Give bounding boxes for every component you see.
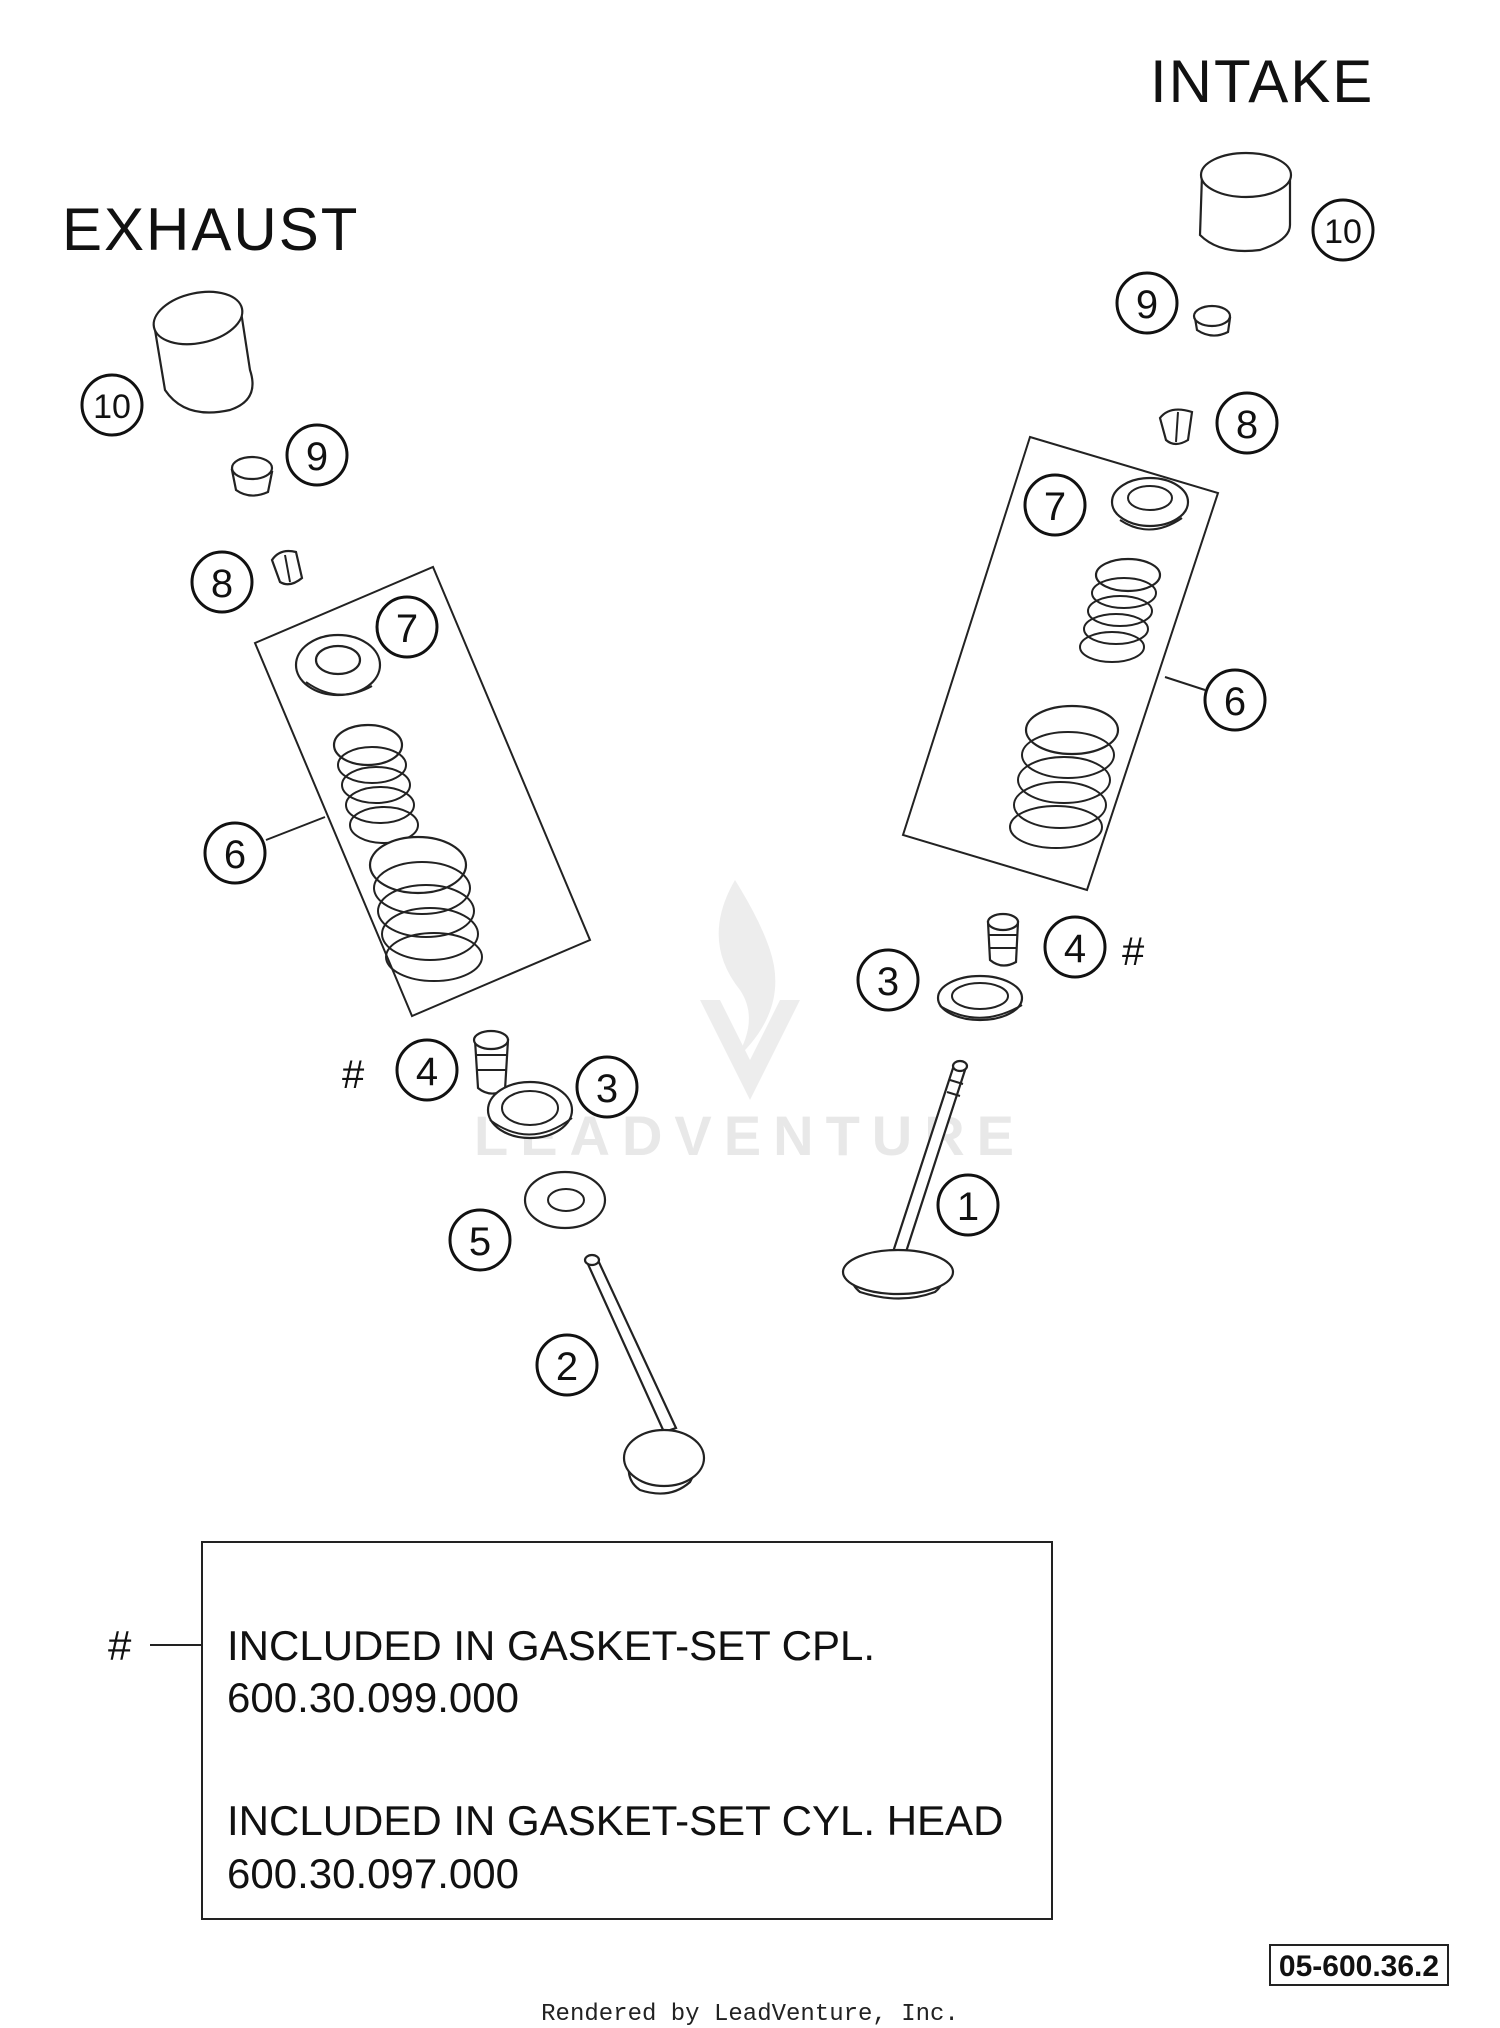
callout-intake-8: 8 xyxy=(1215,391,1279,455)
callout-exhaust-5: 5 xyxy=(448,1208,512,1272)
intake-spring-box xyxy=(901,435,1220,892)
svg-text:10: 10 xyxy=(1324,213,1362,251)
svg-text:9: 9 xyxy=(1136,283,1158,327)
callout-exhaust-2: 2 xyxy=(535,1333,599,1397)
svg-text:2: 2 xyxy=(556,1345,578,1389)
callout-exhaust-4: 4 xyxy=(395,1038,459,1102)
intake-valve xyxy=(841,1059,969,1300)
exhaust-stem-seal xyxy=(472,1029,510,1095)
callout-intake-7: 7 xyxy=(1023,473,1087,537)
callout-intake-1: 1 xyxy=(936,1173,1000,1237)
exhaust-spring-retainer xyxy=(294,633,382,697)
svg-text:8: 8 xyxy=(211,562,233,606)
intake-inner-spring xyxy=(1079,557,1162,663)
svg-text:6: 6 xyxy=(1224,680,1246,724)
svg-text:7: 7 xyxy=(396,607,418,651)
exhaust-washer xyxy=(523,1170,607,1230)
exhaust-inner-spring xyxy=(332,723,419,844)
exhaust-spring-seat xyxy=(486,1080,574,1140)
intake-title: INTAKE xyxy=(1150,48,1374,115)
svg-text:4: 4 xyxy=(1064,927,1086,971)
svg-text:3: 3 xyxy=(877,960,899,1004)
svg-text:10: 10 xyxy=(93,388,131,426)
exhaust-valve xyxy=(583,1253,706,1495)
callout-intake-4: 4 xyxy=(1043,915,1107,979)
svg-text:8: 8 xyxy=(1236,403,1258,447)
callout-exhaust-6: 6 xyxy=(203,821,267,885)
intake-tappet xyxy=(1198,151,1293,253)
callout-intake-10: 10 xyxy=(1311,198,1375,262)
exhaust-valve-keys xyxy=(270,549,304,586)
legend-marker: # xyxy=(108,1622,132,1669)
callout-exhaust-3: 3 xyxy=(575,1055,639,1119)
callout-exhaust-7: 7 xyxy=(375,595,439,659)
diagram-ref: 05-600.36.2 xyxy=(1269,1944,1449,1986)
svg-text:3: 3 xyxy=(596,1067,618,1111)
hash-exhaust: # xyxy=(342,1053,365,1097)
legend-line-1: INCLUDED IN GASKET-SET CPL. xyxy=(227,1622,875,1669)
leader-exhaust-6 xyxy=(265,816,326,841)
callout-intake-3: 3 xyxy=(856,948,920,1012)
intake-outer-spring xyxy=(1009,704,1120,849)
exhaust-tappet xyxy=(152,290,254,414)
intake-spring-retainer xyxy=(1110,476,1190,531)
callout-exhaust-9: 9 xyxy=(285,423,349,487)
hash-intake: # xyxy=(1122,930,1145,974)
diagram-ref-text: 05-600.36.2 xyxy=(1279,1950,1439,1983)
intake-shim xyxy=(1192,304,1232,337)
svg-text:6: 6 xyxy=(224,833,246,877)
footer-credit: Rendered by LeadVenture, Inc. xyxy=(541,2001,959,2028)
intake-stem-seal xyxy=(986,912,1020,967)
exhaust-title: EXHAUST xyxy=(62,196,359,263)
callout-exhaust-8: 8 xyxy=(190,550,254,614)
svg-text:4: 4 xyxy=(416,1050,438,1094)
legend-box xyxy=(201,1541,1053,1920)
leader-intake-6 xyxy=(1164,676,1206,691)
callout-exhaust-10: 10 xyxy=(80,373,144,437)
svg-text:7: 7 xyxy=(1044,485,1066,529)
legend: # INCLUDED IN GASKET-SET CPL. 600.30.099… xyxy=(108,1541,1053,1920)
svg-text:1: 1 xyxy=(957,1185,979,1229)
intake-valve-keys xyxy=(1158,408,1194,446)
callout-intake-9: 9 xyxy=(1115,271,1179,335)
exhaust-spring-box xyxy=(253,565,592,1018)
svg-text:5: 5 xyxy=(469,1220,491,1264)
intake-spring-seat xyxy=(936,974,1024,1022)
exhaust-shim xyxy=(230,455,274,497)
callout-intake-6: 6 xyxy=(1203,668,1267,732)
exhaust-outer-spring xyxy=(368,835,483,982)
legend-line-2: 600.30.099.000 xyxy=(227,1674,519,1721)
svg-text:9: 9 xyxy=(306,435,328,479)
legend-line-3: INCLUDED IN GASKET-SET CYL. HEAD xyxy=(227,1797,1003,1844)
legend-line-4: 600.30.097.000 xyxy=(227,1850,519,1897)
